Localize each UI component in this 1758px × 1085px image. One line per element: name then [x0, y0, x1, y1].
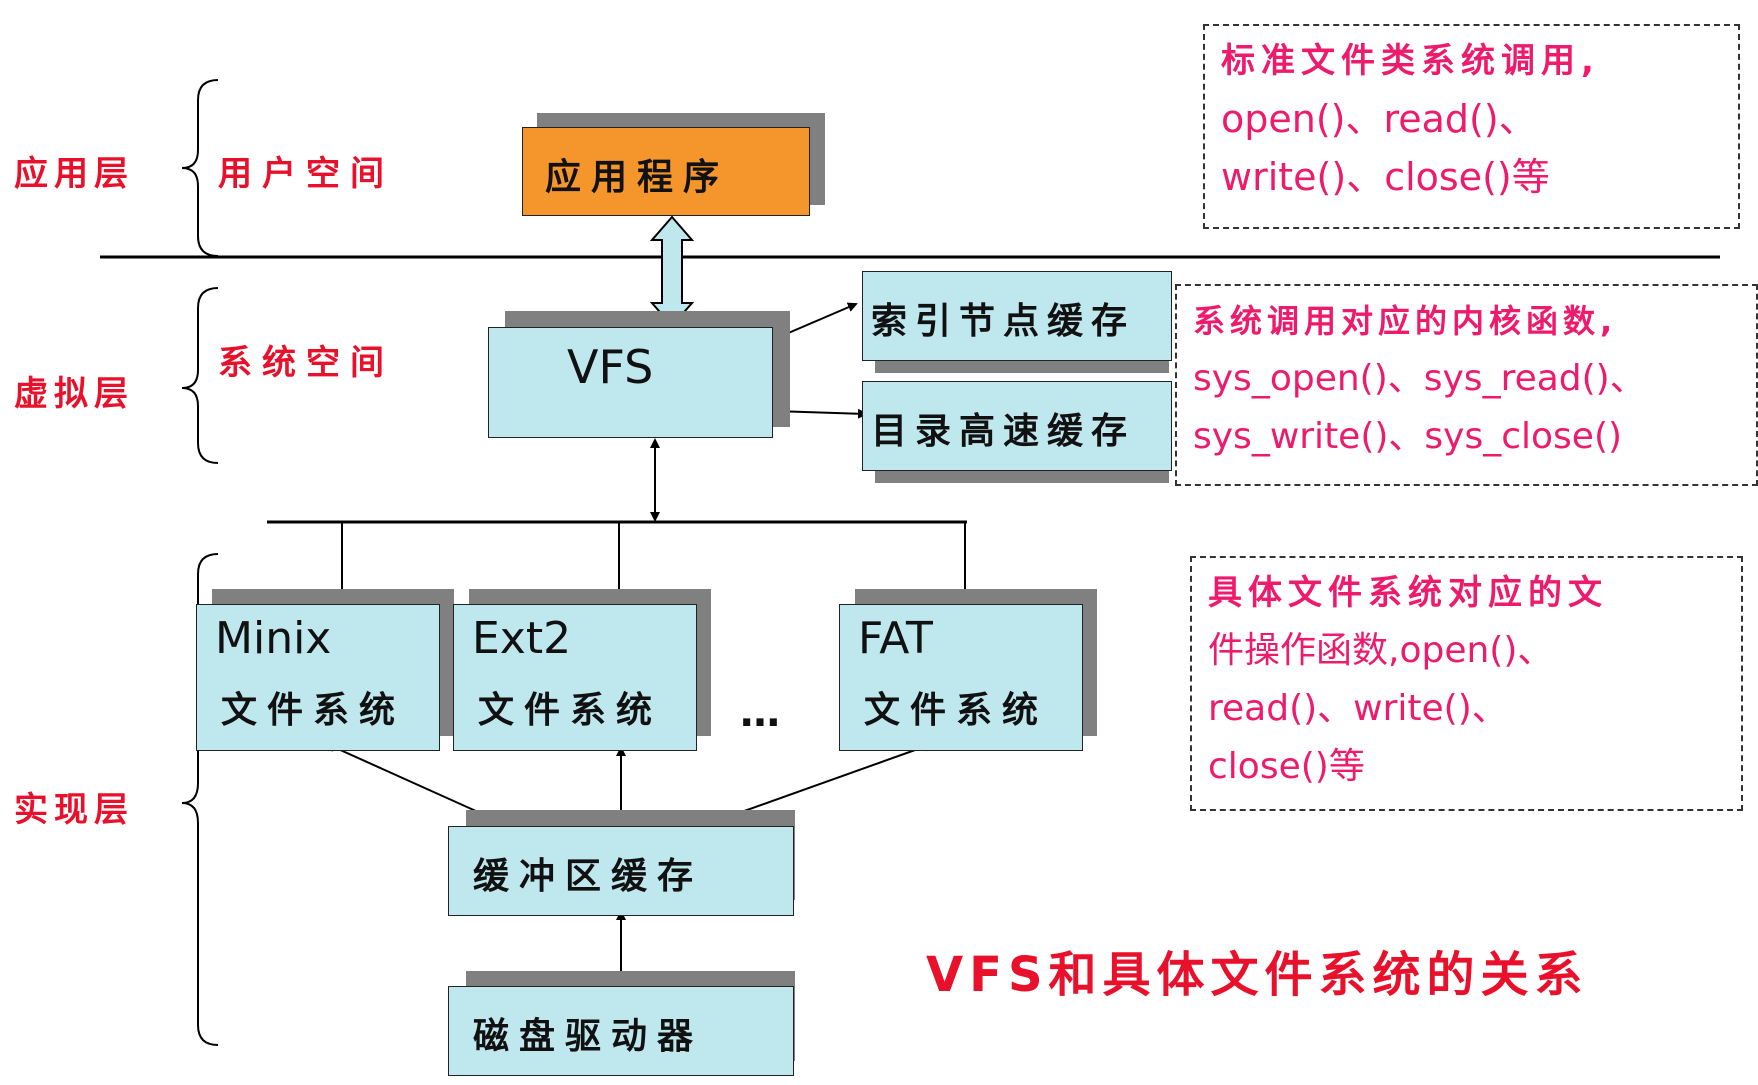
dentry-cache-box: 目录高速缓存	[862, 381, 1172, 471]
brace-virtual	[181, 287, 219, 464]
vfs-box-label: VFS	[567, 340, 654, 394]
brace-app	[181, 79, 219, 257]
dentry-cache-label: 目录高速缓存	[871, 411, 1136, 452]
disk-driver-label: 磁盘驱动器	[473, 1016, 704, 1057]
more-fs-ellipsis: …	[740, 690, 780, 736]
inode-cache-label: 索引节点缓存	[871, 301, 1136, 342]
diagram-caption: VFS和具体文件系统的关系	[926, 947, 1589, 1003]
fat-fs-suffix: 文件系统	[864, 690, 1049, 731]
buffer-cache-label: 缓冲区缓存	[473, 856, 704, 897]
fs-ops-note-line-3: read()、write()、	[1208, 688, 1508, 729]
app-layer-label: 应用层	[14, 154, 134, 194]
app-box-label: 应用程序	[545, 157, 730, 198]
vfs-box: VFS	[488, 327, 773, 438]
fat-fs-box: FAT 文件系统	[839, 604, 1083, 751]
brace-impl	[181, 553, 219, 1046]
minix-fs-suffix: 文件系统	[221, 690, 406, 731]
kernel-funcs-note: 系统调用对应的内核函数, sys_open()、sys_read()、 sys_…	[1175, 284, 1758, 486]
fs-ops-note-line-4: close()等	[1208, 746, 1365, 787]
syscalls-note-line-3: write()、close()等	[1221, 155, 1550, 199]
app-vfs-double-arrow	[649, 215, 695, 328]
user-space-label: 用户空间	[218, 154, 394, 194]
syscalls-note: 标准文件类系统调用, open()、read()、 write()、close(…	[1203, 24, 1740, 229]
kernel-funcs-note-line-2: sys_open()、sys_read()、	[1193, 358, 1646, 399]
fs-ops-note-line-2: 件操作函数,open()、	[1208, 630, 1554, 671]
fs-ops-note: 具体文件系统对应的文 件操作函数,open()、 read()、write()、…	[1190, 556, 1743, 811]
impl-layer-label: 实现层	[14, 790, 134, 830]
disk-driver-box: 磁盘驱动器	[448, 986, 794, 1076]
virtual-layer-label: 虚拟层	[14, 374, 134, 414]
syscalls-note-line-2: open()、read()、	[1221, 97, 1537, 141]
minix-fs-box: Minix 文件系统	[196, 604, 440, 751]
system-space-label: 系统空间	[218, 343, 394, 383]
ext2-fs-box: Ext2 文件系统	[453, 604, 697, 751]
kernel-funcs-note-line-1: 系统调用对应的内核函数,	[1193, 302, 1618, 340]
ext2-name: Ext2	[472, 613, 572, 664]
syscalls-note-line-1: 标准文件类系统调用,	[1221, 41, 1600, 81]
kernel-funcs-note-line-3: sys_write()、sys_close()	[1193, 416, 1623, 457]
fat-name: FAT	[858, 613, 933, 664]
buffer-cache-box: 缓冲区缓存	[448, 826, 794, 916]
app-box: 应用程序	[522, 127, 810, 216]
inode-cache-box: 索引节点缓存	[862, 271, 1172, 361]
minix-name: Minix	[215, 613, 332, 664]
ext2-fs-suffix: 文件系统	[478, 690, 663, 731]
fs-ops-note-line-1: 具体文件系统对应的文	[1208, 573, 1608, 613]
